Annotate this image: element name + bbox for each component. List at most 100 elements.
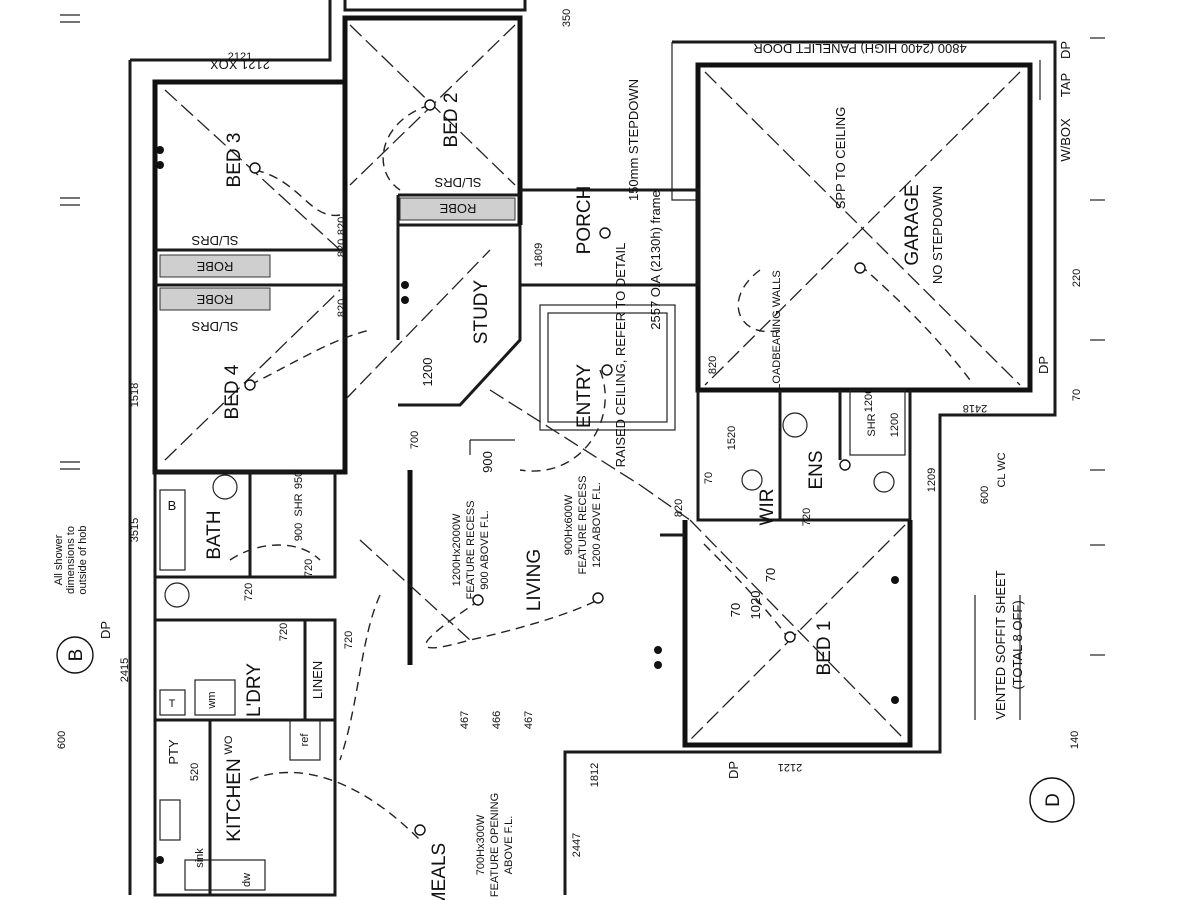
dim-950: 950 [293, 471, 305, 489]
note-dp-2: DP [1036, 356, 1051, 374]
room-label-porch: PORCH [574, 186, 595, 255]
dim-820-c: 820 [336, 299, 348, 317]
note-wbox: W/BOX [1058, 118, 1073, 162]
dim-720-e: 720 [801, 508, 813, 526]
ref-label: ref [299, 733, 311, 747]
dim-820-e: 820 [673, 499, 685, 517]
dim-1812: 1812 [589, 763, 601, 787]
note-shower-2: dimensions to [65, 526, 77, 594]
dim-900-b: 900 [293, 523, 305, 541]
note-shower-3: outside of hob [77, 525, 89, 594]
note-feature2-size: 900Hx600W [563, 494, 575, 555]
bath-b-label: B [168, 498, 177, 513]
dim-820-a: 820 [336, 217, 348, 235]
dim-2418: 2418 [963, 402, 987, 414]
dim-1200-b: 1200 [863, 388, 875, 412]
room-label-bed2: BED 2 [441, 93, 462, 148]
note-panelift: 4800 (2400 HIGH) PANELIFT DOOR [753, 41, 966, 56]
room-label-linen: LINEN [310, 661, 325, 699]
note-feature2-title: FEATURE RECESS [577, 476, 589, 575]
room-label-laundry: L'DRY [244, 663, 265, 717]
section-marker-d: D [1029, 777, 1075, 823]
dim-1209: 1209 [926, 468, 938, 492]
dim-70-d: 70 [1071, 389, 1083, 401]
dim-466: 466 [491, 711, 503, 729]
note-opening-height: ABOVE F.L. [503, 816, 515, 875]
dim-3515: 3515 [129, 518, 141, 542]
dimensions: 350 820 820 820 820 820 1809 1200 1200 1… [56, 9, 1083, 857]
room-label-ensuite: ENS [806, 450, 827, 489]
light-points [156, 99, 899, 864]
dim-520: 520 [189, 763, 201, 781]
fixture-labels: ROBE ROBE ROBE SL/DRS SL/DRS SL/DRS B T … [168, 175, 482, 887]
note-feature1-title: FEATURE RECESS [465, 501, 477, 600]
dw-label: dw [241, 873, 253, 887]
dim-1200-c: 1200 [889, 413, 901, 437]
section-marker-b: B [56, 636, 94, 674]
room-label-bed1: BED 1 [814, 621, 835, 676]
dim-1520: 1520 [726, 426, 738, 450]
fixtures [159, 60, 1041, 891]
note-cl-wc: CL WC [996, 452, 1008, 487]
eaves-outline [128, 0, 1057, 895]
dim-720-b: 720 [243, 583, 255, 601]
note-feature1-size: 1200Hx2000W [451, 513, 463, 586]
room-label-study: STUDY [471, 279, 492, 344]
note-feature1-height: 900 ABOVE F.L. [479, 510, 491, 590]
note-dp-1: DP [1058, 41, 1073, 59]
room-label-garage: GARAGE [902, 184, 923, 265]
dim-700: 700 [409, 431, 421, 449]
room-label-shower-ens: SHR [866, 413, 878, 436]
dim-467-a: 467 [459, 711, 471, 729]
dim-600-b: 600 [979, 486, 991, 504]
room-label-shower-bath: SHR [293, 493, 305, 516]
dim-1200-a: 1200 [420, 358, 435, 387]
room-label-bath: BATH [204, 510, 225, 559]
note-shower-1: All shower [53, 534, 65, 585]
dim-1809: 1809 [533, 243, 545, 267]
dim-600-a: 600 [56, 731, 68, 749]
room-label-kitchen: KITCHEN [224, 758, 245, 841]
note-frame: 2557 O/A (2130h) frame [648, 190, 663, 329]
note-opening-title: FEATURE OPENING [489, 793, 501, 897]
dim-220: 220 [1071, 269, 1083, 287]
margin-ticks [60, 14, 1105, 656]
dim-70-c: 70 [703, 472, 715, 484]
room-label-meals: MEALS [429, 843, 450, 900]
robe-label-3: ROBE [439, 201, 476, 216]
dim-2121-a: 2121 [778, 761, 802, 773]
note-opening-size: 700Hx300W [475, 814, 487, 875]
room-label-living: LIVING [524, 549, 545, 611]
dim-2447: 2447 [571, 833, 583, 857]
room-label-garage-sub: NO STEPDOWN [930, 186, 945, 284]
note-spp: SPP TO CEILING [833, 107, 848, 210]
note-vented-soffit: VENTED SOFFIT SHEET [993, 570, 1008, 719]
dim-140: 140 [1069, 731, 1081, 749]
dim-900-a: 900 [480, 451, 495, 473]
wm-label: wm [206, 691, 218, 709]
electrical-runs [229, 104, 971, 841]
room-label-pantry: PTY [166, 739, 181, 765]
robe-label-2: ROBE [196, 292, 233, 307]
note-dp-3: DP [98, 621, 113, 639]
svg-text:D: D [1043, 793, 1064, 807]
room-label-bed3: BED 3 [224, 133, 245, 188]
room-label-entry: ENTRY [574, 364, 595, 428]
sink-label: sink [194, 848, 206, 868]
sliding-doors-label-2: SL/DRS [191, 319, 238, 334]
note-xox: 2121 XOX [210, 57, 270, 72]
dim-467-b: 467 [523, 711, 535, 729]
svg-text:B: B [66, 649, 87, 662]
dim-70-b: 70 [763, 568, 778, 582]
dim-70-a: 70 [728, 603, 743, 617]
sliding-doors-label-1: SL/DRS [191, 233, 238, 248]
main-walls [152, 15, 1033, 897]
dim-720-c: 720 [278, 623, 290, 641]
note-tap: TAP [1058, 73, 1073, 97]
dim-820-d: 820 [707, 356, 719, 374]
note-raised-ceiling: RAISED CEILING, REFER TO DETAIL [613, 243, 628, 468]
dim-350: 350 [561, 9, 573, 27]
note-vented-count: (TOTAL 8 OFF) [1010, 600, 1025, 689]
